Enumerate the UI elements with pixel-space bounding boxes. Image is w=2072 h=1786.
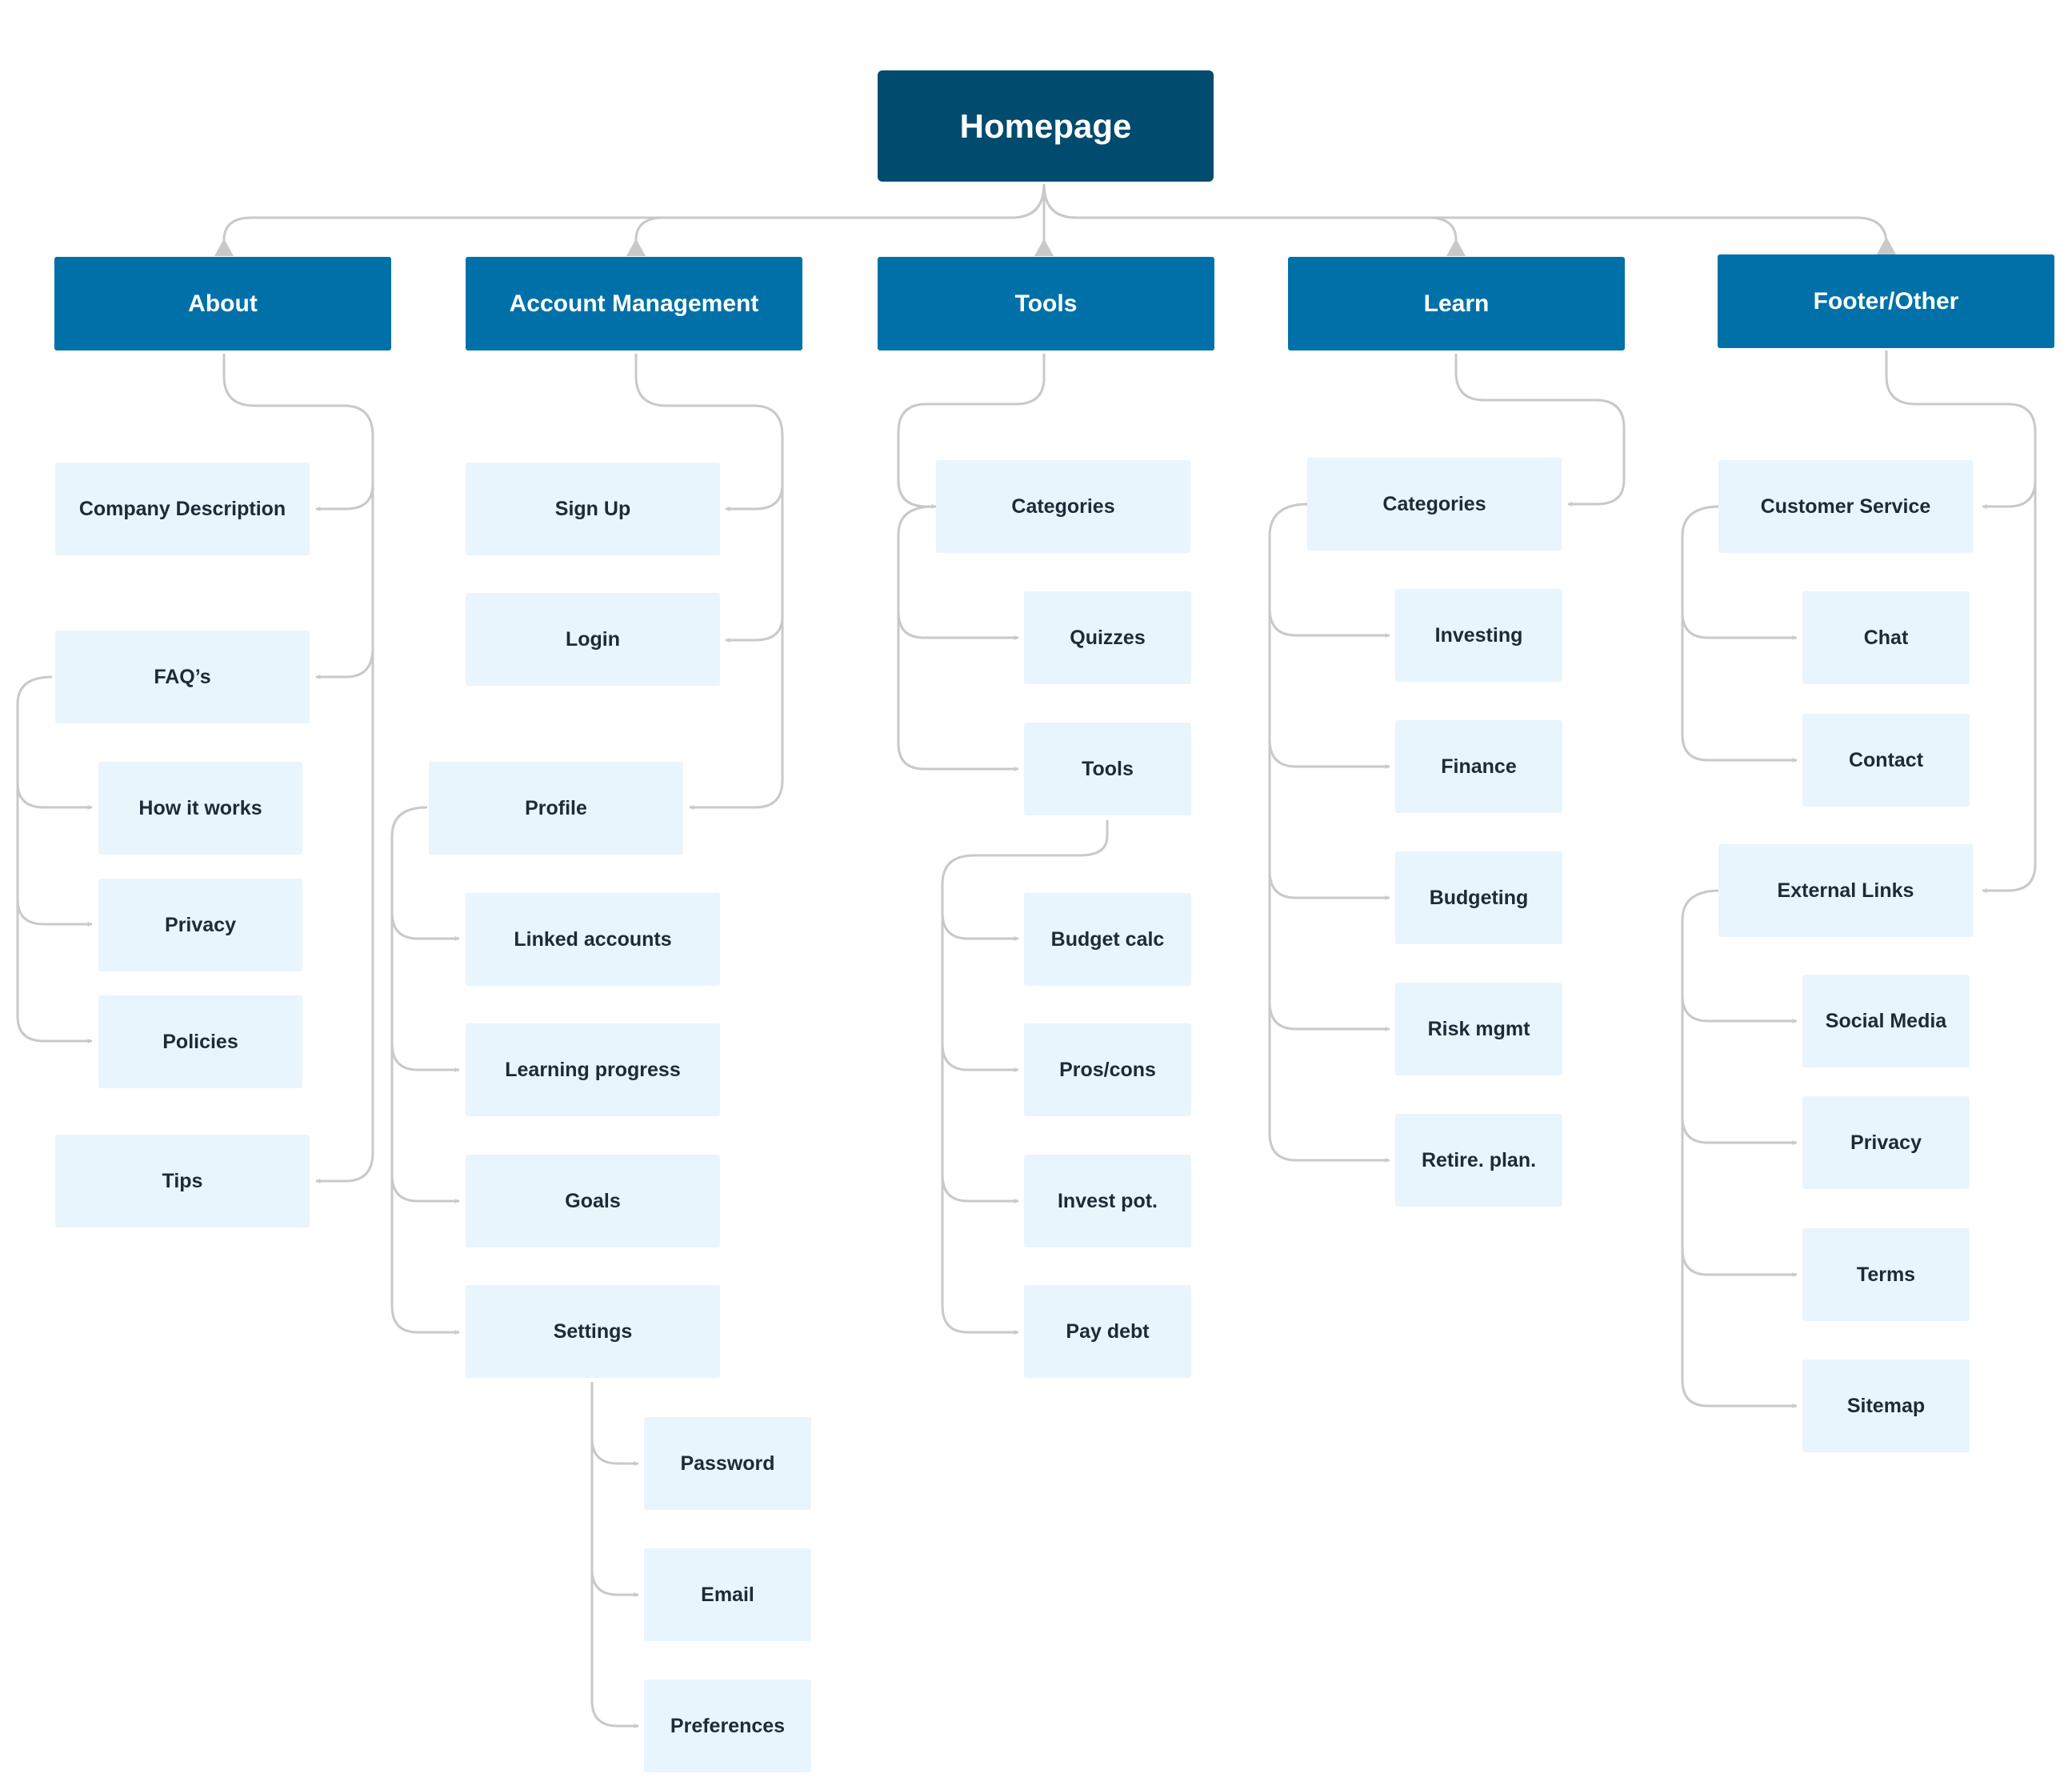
connector-homepage-footer — [1042, 183, 1888, 254]
connector-profile-settings — [390, 1160, 460, 1335]
page-pay-debt[interactable]: Pay debt — [1024, 1285, 1191, 1378]
page-policies[interactable]: Policies — [98, 995, 302, 1088]
connector-account-signup — [634, 354, 784, 511]
connector-categories-investing — [1268, 503, 1390, 638]
connector-profile-learning — [390, 904, 460, 1072]
connector-customer-contact — [1681, 608, 1798, 763]
connector-external-privacy — [1681, 992, 1798, 1145]
page-sign-up[interactable]: Sign Up — [466, 463, 720, 555]
page-contact[interactable]: Contact — [1802, 714, 1970, 807]
page-preferences[interactable]: Preferences — [644, 1680, 811, 1772]
page-email[interactable]: Email — [644, 1548, 811, 1641]
connector-external-terms — [1681, 1112, 1798, 1277]
page-quizzes[interactable]: Quizzes — [1024, 591, 1191, 684]
page-social-media[interactable]: Social Media — [1802, 975, 1970, 1067]
connector-categories-finance — [1268, 600, 1390, 769]
connector-tools-invest — [941, 1032, 1019, 1203]
connector-categories-retire — [1268, 984, 1390, 1163]
page-profile[interactable]: Profile — [429, 762, 683, 855]
page-tips[interactable]: Tips — [55, 1135, 310, 1227]
connector-footer-external — [1982, 480, 2037, 893]
connector-footer-customer — [1885, 350, 2037, 509]
page-settings[interactable]: Settings — [466, 1285, 720, 1378]
section-about[interactable]: About — [54, 257, 391, 350]
connector-homepage-account — [634, 183, 1046, 254]
page-login[interactable]: Login — [466, 593, 720, 686]
page-finance[interactable]: Finance — [1395, 720, 1562, 813]
connector-tools-paydebt — [941, 1160, 1019, 1335]
page-investing[interactable]: Investing — [1395, 589, 1562, 682]
connector-faqs-policies — [16, 888, 93, 1043]
page-how-it-works[interactable]: How it works — [98, 762, 302, 855]
page-goals[interactable]: Goals — [466, 1155, 720, 1247]
page-sitemap[interactable]: Sitemap — [1802, 1360, 1970, 1452]
page-retire-plan[interactable]: Retire. plan. — [1395, 1114, 1562, 1207]
page-budget-calc[interactable]: Budget calc — [1024, 893, 1191, 986]
page-learning-progress[interactable]: Learning progress — [466, 1023, 720, 1116]
page-pros-cons[interactable]: Pros/cons — [1024, 1023, 1191, 1116]
connector-tools-pros — [941, 904, 1019, 1072]
connector-profile-goals — [390, 1032, 460, 1203]
connector-settings-password — [590, 1382, 639, 1466]
page-budgeting[interactable]: Budgeting — [1395, 851, 1562, 944]
page-terms[interactable]: Terms — [1802, 1228, 1970, 1321]
connector-external-sitemap — [1681, 1240, 1798, 1408]
page-company-description[interactable]: Company Description — [55, 463, 310, 555]
connector-about-company — [222, 354, 374, 511]
connector-about-tips — [315, 640, 374, 1183]
connector-external-social — [1681, 889, 1798, 1023]
connector-categories-risk — [1268, 856, 1390, 1031]
page-risk-mgmt[interactable]: Risk mgmt — [1395, 983, 1562, 1075]
page-password[interactable]: Password — [644, 1417, 811, 1510]
page-invest-pot[interactable]: Invest pot. — [1024, 1155, 1191, 1247]
page-linked-accounts[interactable]: Linked accounts — [466, 893, 720, 986]
page-external-links[interactable]: External Links — [1718, 844, 1973, 937]
connector-learn-categories — [1454, 354, 1626, 507]
connector-categories-budgeting — [1268, 728, 1390, 900]
connector-account-profile — [689, 608, 784, 810]
section-tools[interactable]: Tools — [878, 257, 1214, 350]
connector-categories-tools — [897, 608, 1019, 771]
page-learn-categories[interactable]: Categories — [1307, 458, 1562, 551]
section-arrowheads — [214, 237, 1896, 256]
connector-settings-preferences — [590, 1560, 639, 1728]
homepage-node[interactable]: Homepage — [878, 70, 1214, 182]
connector-faqs-privacy — [16, 776, 93, 927]
connector-customer-chat — [1681, 505, 1798, 640]
connector-profile-linked — [390, 806, 460, 941]
section-learn[interactable]: Learn — [1288, 257, 1625, 350]
page-chat[interactable]: Chat — [1802, 591, 1970, 684]
page-footer-privacy[interactable]: Privacy — [1802, 1096, 1970, 1189]
section-account-management[interactable]: Account Management — [466, 257, 802, 350]
connector-homepage-learn — [1042, 183, 1458, 254]
page-tools-sub[interactable]: Tools — [1024, 723, 1191, 815]
connector-tools-categories — [897, 354, 1046, 509]
connector-faqs-how — [16, 675, 93, 810]
connector-categories-quizzes — [897, 505, 1019, 640]
page-tools-categories[interactable]: Categories — [936, 460, 1190, 553]
section-footer-other[interactable]: Footer/Other — [1718, 254, 2054, 348]
page-faqs[interactable]: FAQ’s — [55, 631, 310, 723]
page-customer-service[interactable]: Customer Service — [1718, 460, 1973, 553]
page-about-privacy[interactable]: Privacy — [98, 879, 302, 971]
connector-tools-budget — [941, 820, 1109, 941]
